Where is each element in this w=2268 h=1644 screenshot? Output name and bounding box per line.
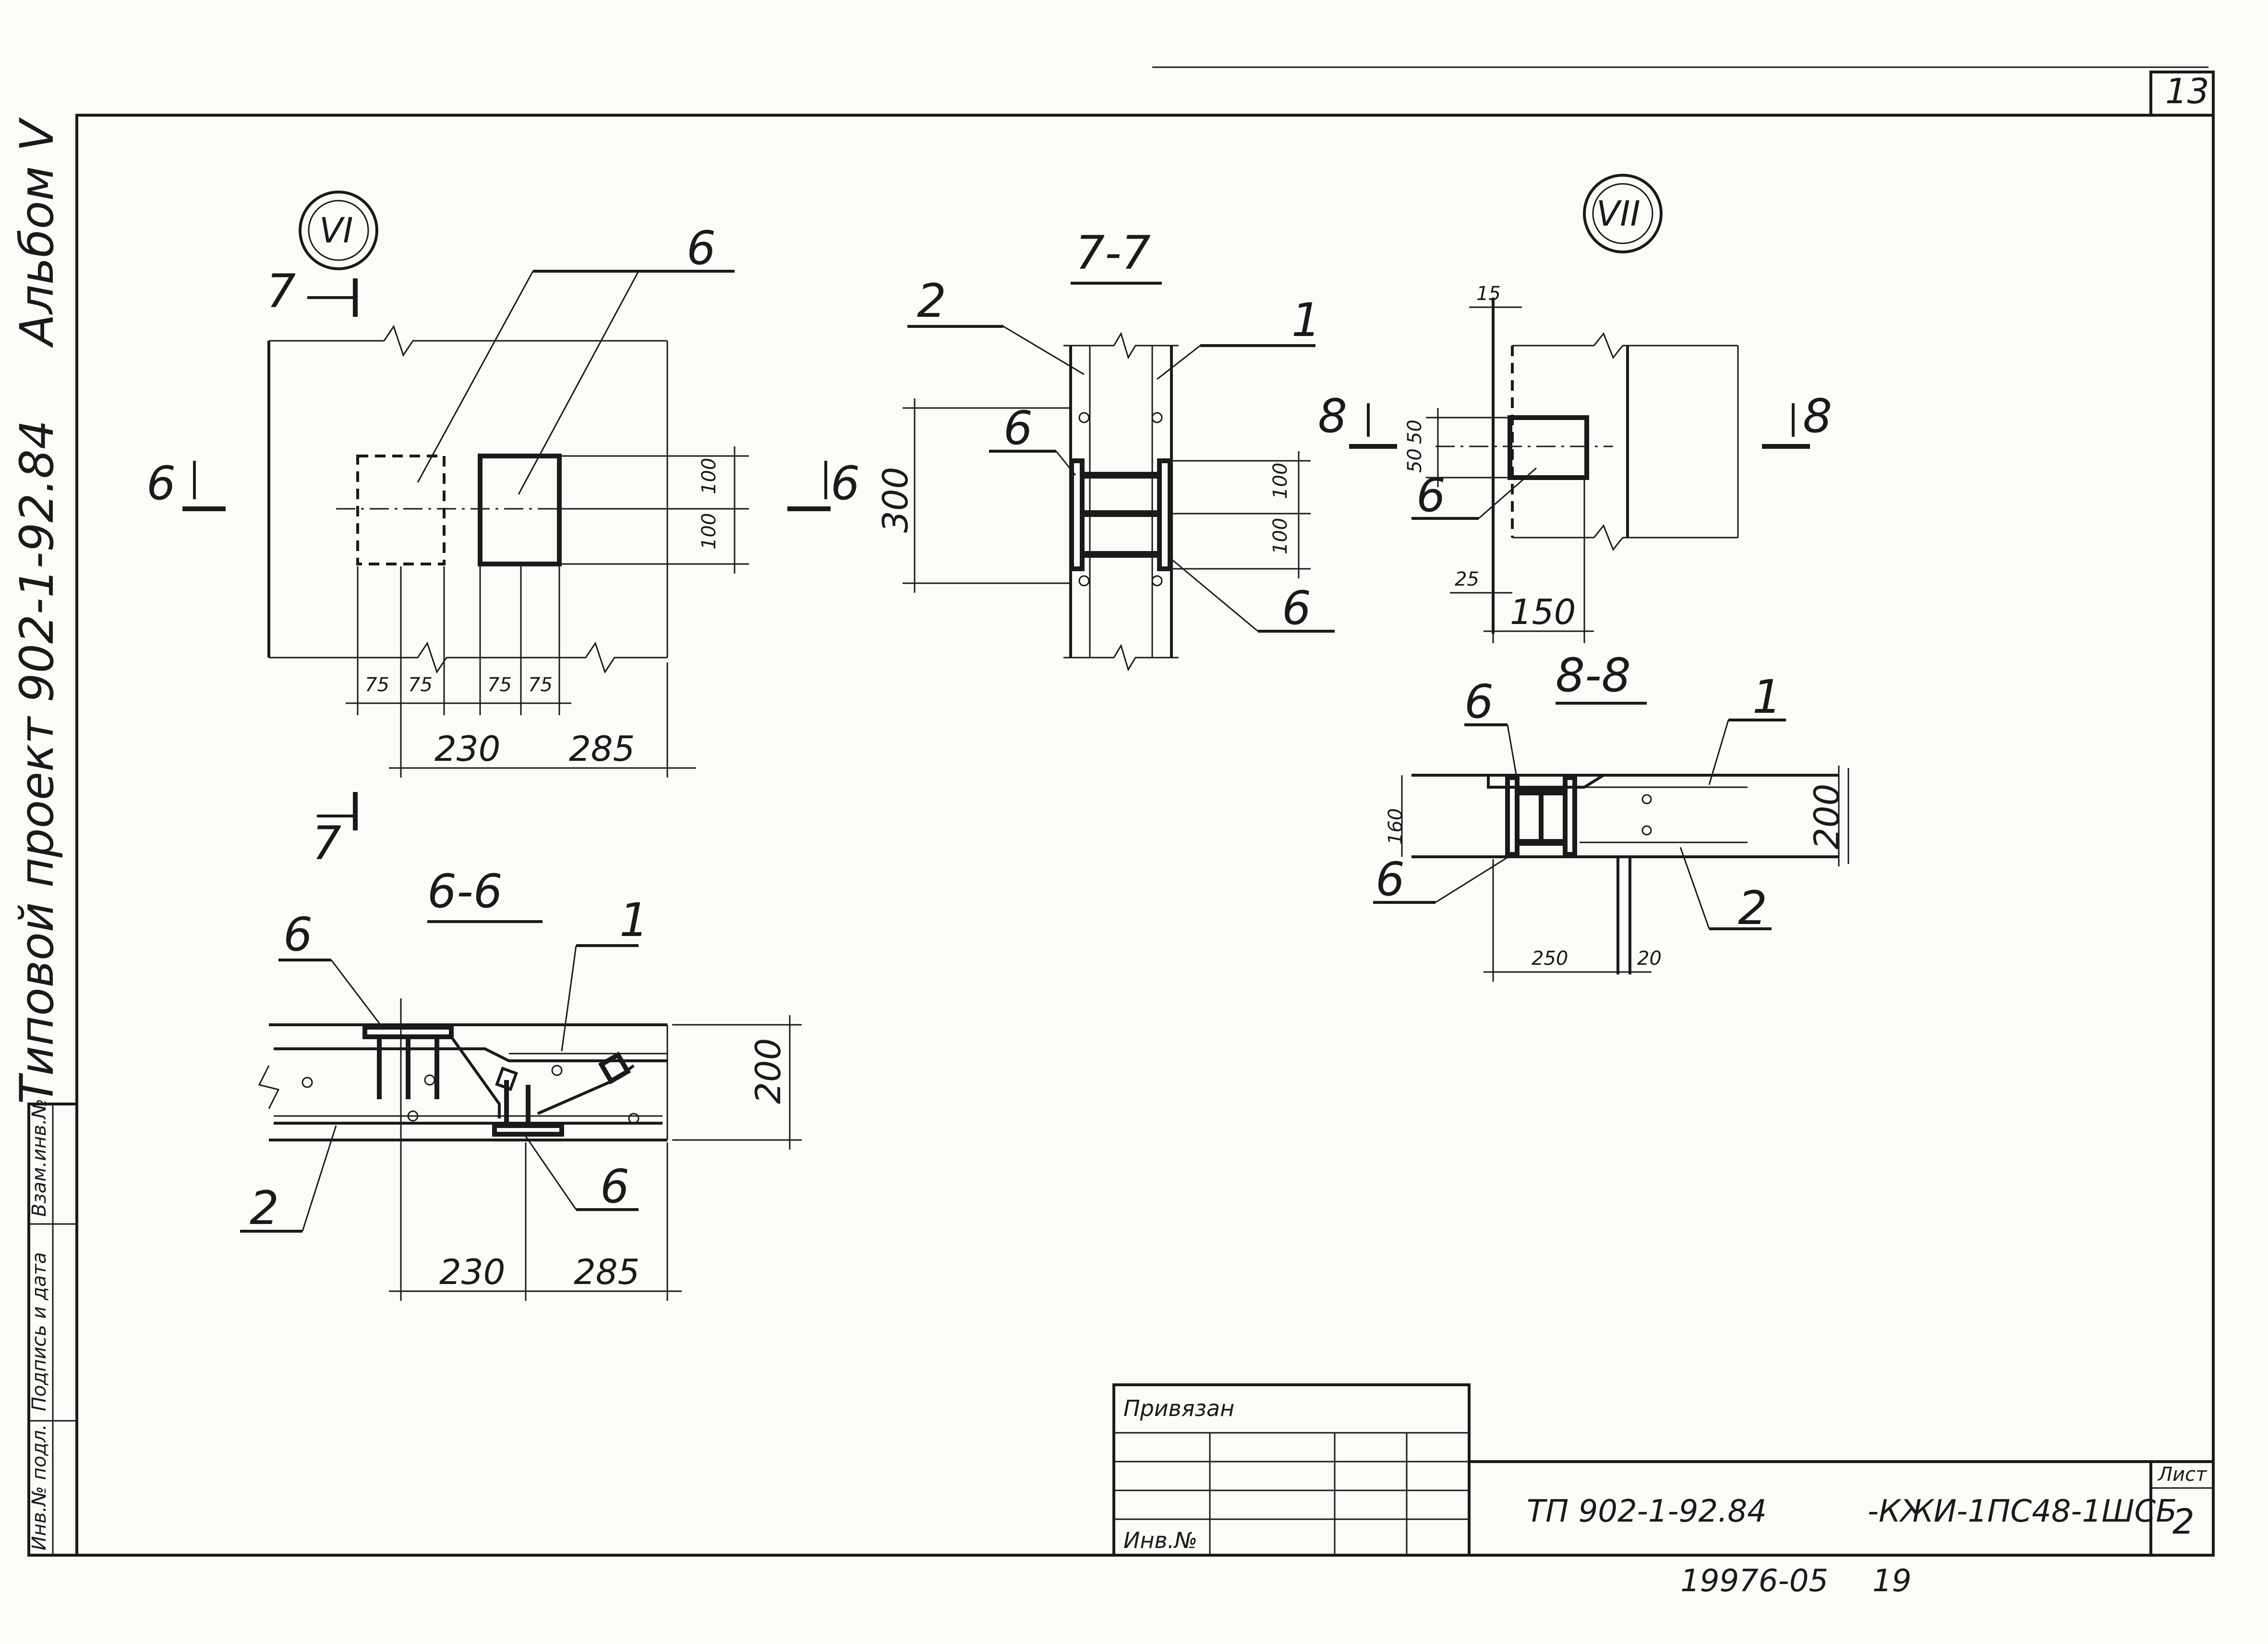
node-VII [1349,174,1810,643]
section-8-8-dim-250: 250 [1532,948,1568,970]
section-6-6-dim-230: 230 [439,1252,505,1292]
project-label: Типовой проект 902-1-92.84 [10,420,64,1104]
section-8-8 [1373,702,1849,982]
section-8-8-label-1: 1 [1752,670,1782,724]
section-8-8-label-6a: 6 [1464,675,1494,729]
section-7-7-label-2: 2 [917,274,946,328]
title-sheet-number: 2 [2172,1501,2195,1542]
section-6-6-dim-285: 285 [574,1252,639,1292]
sheet-frame [75,66,2215,1557]
node-VII-callout: 6 [1416,468,1446,522]
node-VII-section-8-right: 8 [1803,389,1832,443]
node-VI-dim-v2: 100 [698,513,720,550]
node-VI-dim-s3: 75 [487,674,512,696]
node-VI-section-7-top: 7 [266,264,296,318]
section-7-7-dim-v2: 100 [1269,518,1291,554]
side-stamp [27,1103,78,1557]
node-VII-dim-50b: 50 [1404,448,1426,473]
section-7-7-title: 7-7 [1075,226,1151,280]
section-8-8-dim-160: 160 [1385,808,1407,845]
node-VI-dim-l1: 230 [434,729,500,769]
section-6-6-label-2: 2 [250,1181,279,1235]
node-VI-callout: 6 [687,221,716,275]
node-VII-dim-150: 150 [1510,592,1576,632]
title-block [1112,1383,2213,1557]
title-inv-label: Инв.№ [1123,1527,1197,1553]
section-7-7-label-6b: 6 [1282,581,1311,635]
page-number: 13 [2165,71,2209,111]
node-VI-marker: VI [319,210,353,251]
section-6-6-label-6a: 6 [283,908,313,961]
section-7-7-dim-v1: 100 [1269,463,1291,499]
node-VII-dim-50a: 50 [1404,420,1426,444]
node-VI-dim-l2: 285 [569,729,635,769]
title-privyazan: Привязан [1123,1395,1234,1421]
node-VI-dim-v1: 100 [698,458,720,494]
node-VII-dim-25: 25 [1455,568,1479,590]
section-7-7 [903,282,1335,672]
section-6-6-title: 6-6 [427,864,503,918]
node-VI-dim-s4: 75 [528,674,553,696]
section-6-6-dim-200: 200 [748,1038,788,1104]
title-sheet-label: Лист [2157,1464,2208,1486]
section-6-6 [240,920,802,1301]
section-8-8-dim-200: 200 [1807,784,1847,850]
section-8-8-dim-20: 20 [1637,948,1662,970]
inventory-suffix: 19 [1872,1563,1911,1599]
section-7-7-label-6a: 6 [1003,401,1033,455]
node-VI-dim-s2: 75 [408,674,433,696]
node-VI-dim-s1: 75 [365,674,389,696]
node-VI-section-6-right: 6 [831,456,860,510]
section-8-8-label-6b: 6 [1375,852,1405,906]
node-VI-section-6-left: 6 [146,456,176,510]
node-VII-section-8-left: 8 [1318,389,1347,443]
stamp-replace: Взам.инв.№ [28,1099,50,1217]
section-6-6-label-1: 1 [619,893,649,947]
title-code-a: ТП 902-1-92.84 [1527,1494,1767,1529]
section-8-8-label-2: 2 [1738,881,1767,935]
album-label: Альбом V [10,117,64,348]
stamp-inv: Инв.№ подл. [28,1424,50,1550]
stamp-sign: Подпись и дата [28,1252,50,1411]
node-VII-dim-15: 15 [1476,283,1501,305]
inventory-number: 19976-05 [1680,1563,1828,1599]
title-code-b: -КЖИ-1ПС48-1ШСБ [1868,1494,2177,1529]
section-7-7-label-1: 1 [1291,293,1321,347]
section-8-8-title: 8-8 [1556,648,1631,702]
node-VI-section-7-bottom: 7 [312,816,341,870]
section-7-7-dim-300: 300 [875,467,916,533]
node-VII-marker: VII [1596,193,1641,234]
node-VI [182,191,831,830]
section-6-6-label-6b: 6 [600,1160,629,1213]
